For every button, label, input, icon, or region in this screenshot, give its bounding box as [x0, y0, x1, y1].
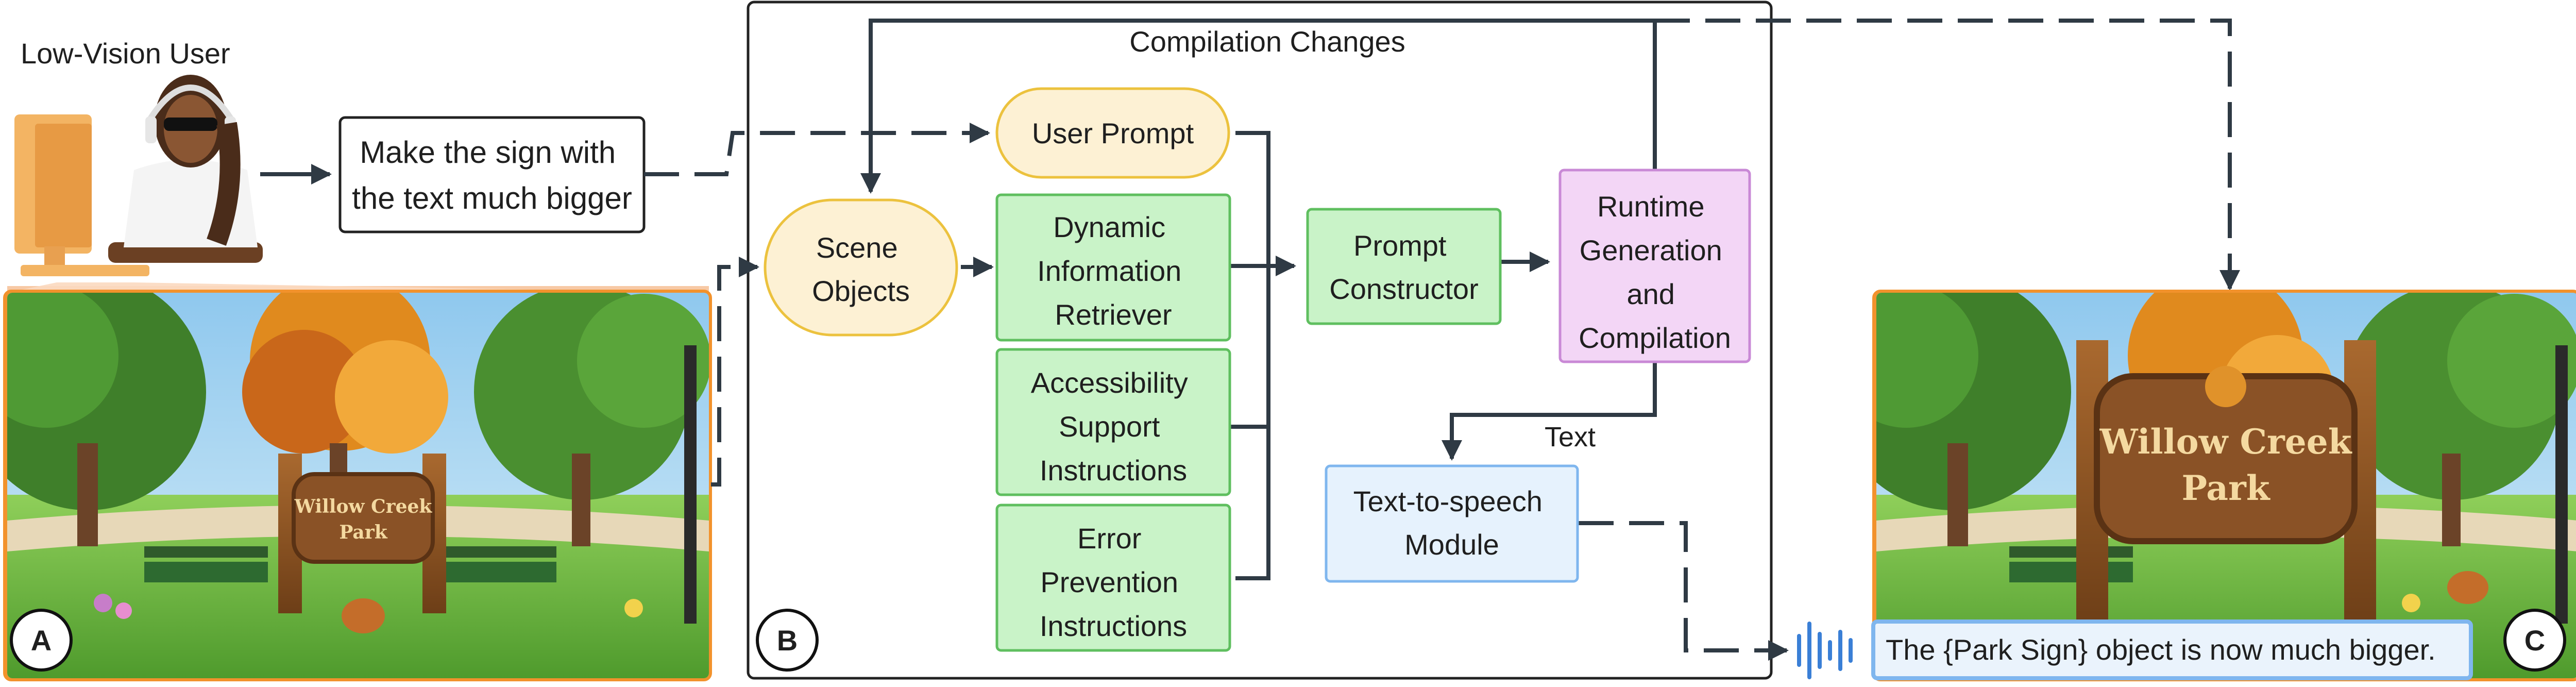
user-label: Low-Vision User	[21, 37, 230, 70]
text-edge-label: Text	[1545, 422, 1596, 453]
node-user-prompt: User Prompt	[995, 87, 1230, 179]
node-accessibility-support-instructions: Accessibility Support Instructions	[995, 348, 1231, 496]
svg-text:Prompt Constructor: Prompt Constructor	[1329, 229, 1478, 305]
scene-view-c: Willow Creek Park	[1872, 290, 2576, 681]
svg-text:Error Prevention I: Error Prevention Instructions	[1040, 522, 1187, 642]
svg-text:Dynamic Information: Dynamic Information Retriever	[1037, 211, 1190, 331]
sign-large-line2: Park	[2181, 468, 2270, 508]
panel-a-badge	[10, 609, 73, 672]
user-prompt-text: Make the sign with the text much bigger	[352, 135, 632, 215]
panel-c-label: C	[2524, 624, 2545, 657]
sign-large-line1: Willow Creek	[2099, 422, 2352, 462]
node-dynamic-information-retriever: Dynamic Information Retriever	[995, 193, 1231, 342]
sign-small-line2: Park	[339, 522, 387, 543]
node-text-to-speech-module: Text-to-speech Module	[1325, 464, 1579, 583]
compilation-changes-label: Compilation Changes	[1129, 25, 1405, 58]
node-prompt-constructor: Prompt Constructor	[1306, 208, 1502, 325]
audio-waveform-icon	[1797, 622, 1853, 679]
svg-text:Text-to-speech Module: Text-to-speech Module	[1353, 485, 1551, 561]
node-error-prevention-instructions: Error Prevention Instructions	[995, 504, 1231, 652]
sign-small-line1: Willow Creek	[294, 496, 433, 517]
dashed-connectors	[644, 19, 2240, 661]
node-runtime-generation-compilation: Runtime Generation and Compilation	[1558, 169, 1751, 363]
panel-a-label: A	[31, 624, 52, 657]
panel-b-label: B	[777, 624, 798, 657]
svg-text:Runtime Generation: Runtime Generation and Compilation	[1579, 190, 1731, 354]
pipeline-frame	[747, 1, 1773, 680]
pipeline-connectors	[860, 19, 1657, 580]
svg-text:User Prompt: User Prompt	[1032, 117, 1194, 149]
panel-c-badge	[2503, 609, 2566, 672]
scene-view-a: Willow Creek Park	[3, 290, 712, 681]
node-scene-objects: Scene Objects	[764, 198, 958, 337]
tts-output-text: The {Park Sign} object is now much bigge…	[1886, 633, 2436, 666]
tts-output-box	[1871, 619, 2473, 680]
svg-text:Accessibility Support: Accessibility Support Instructions	[1031, 366, 1196, 487]
panel-b-badge	[756, 609, 819, 672]
svg-text:Scene Objects: Scene Objects	[812, 231, 910, 307]
user-illustration	[7, 75, 711, 293]
